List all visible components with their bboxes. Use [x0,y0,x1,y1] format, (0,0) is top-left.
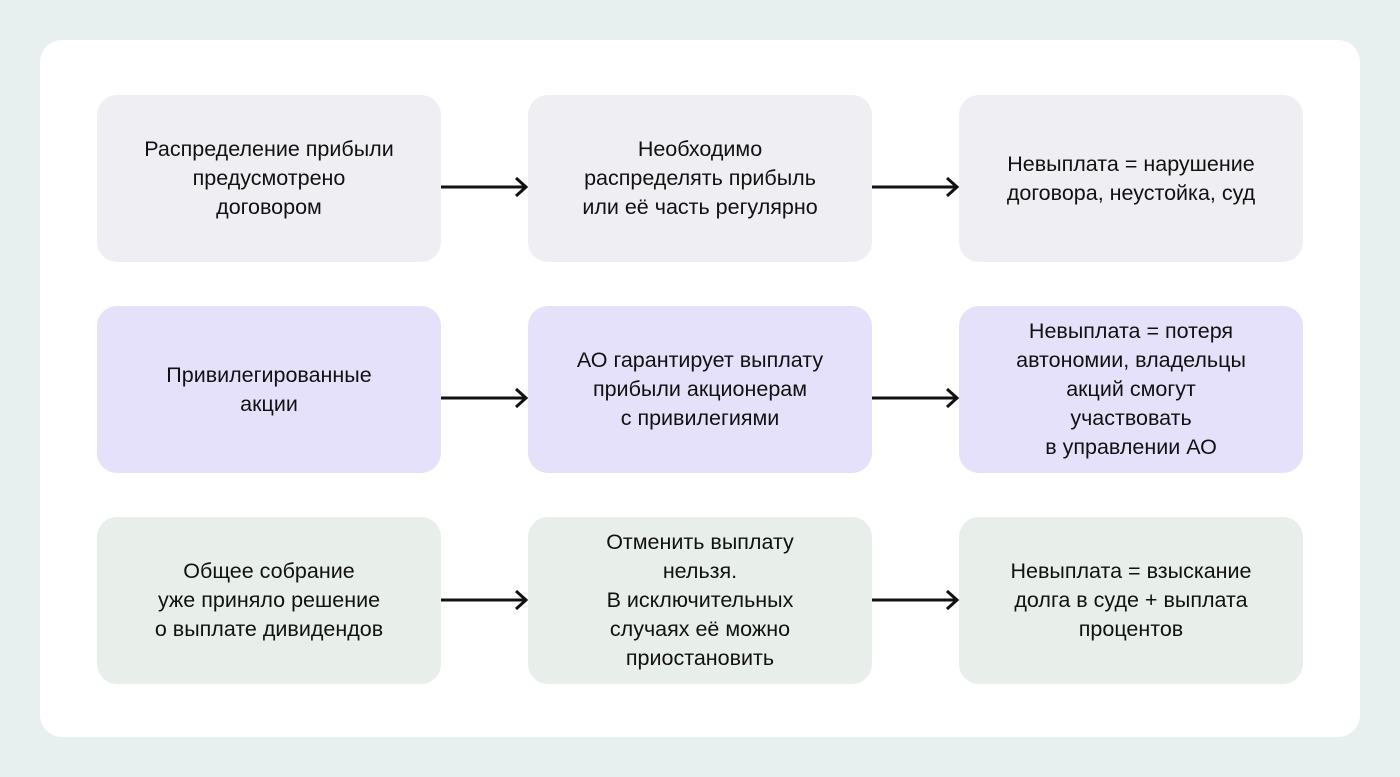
row2-consequence-box: Невыплата = потеря автономии, владельцы … [959,306,1303,473]
box-text: Распределение прибыли предусмотрено дого… [144,137,394,219]
row3-consequence-box: Невыплата = взыскание долга в суде + вып… [959,517,1303,684]
row3-condition-box: Общее собрание уже приняло решение о вып… [97,517,441,684]
box-text: Невыплата = нарушение договора, неустойк… [1006,151,1256,205]
arrow-right-icon [872,590,960,610]
box-text: Общее собрание уже приняло решение о вып… [154,559,384,641]
arrow-right-icon [441,388,529,408]
box-text: Необходимо распределять прибыль или её ч… [582,137,818,219]
box-text: Отменить выплату нельзя. В исключительны… [606,530,794,670]
arrow-right-icon [441,590,529,610]
row1-condition-box: Распределение прибыли предусмотрено дого… [97,95,441,262]
box-text: АО гарантирует выплату прибыли акционера… [576,348,824,430]
box-text: Невыплата = потеря автономии, владельцы … [1016,319,1246,459]
row1-consequence-box: Невыплата = нарушение договора, неустойк… [959,95,1303,262]
row1-requirement-box: Необходимо распределять прибыль или её ч… [528,95,872,262]
row2-requirement-box: АО гарантирует выплату прибыли акционера… [528,306,872,473]
box-text: Привилегированные акции [166,362,372,416]
row3-requirement-box: Отменить выплату нельзя. В исключительны… [528,517,872,684]
box-text: Невыплата = взыскание долга в суде + вып… [1010,559,1252,641]
arrow-right-icon [872,388,960,408]
row2-condition-box: Привилегированные акции [97,306,441,473]
arrow-right-icon [441,177,529,197]
arrow-right-icon [872,177,960,197]
